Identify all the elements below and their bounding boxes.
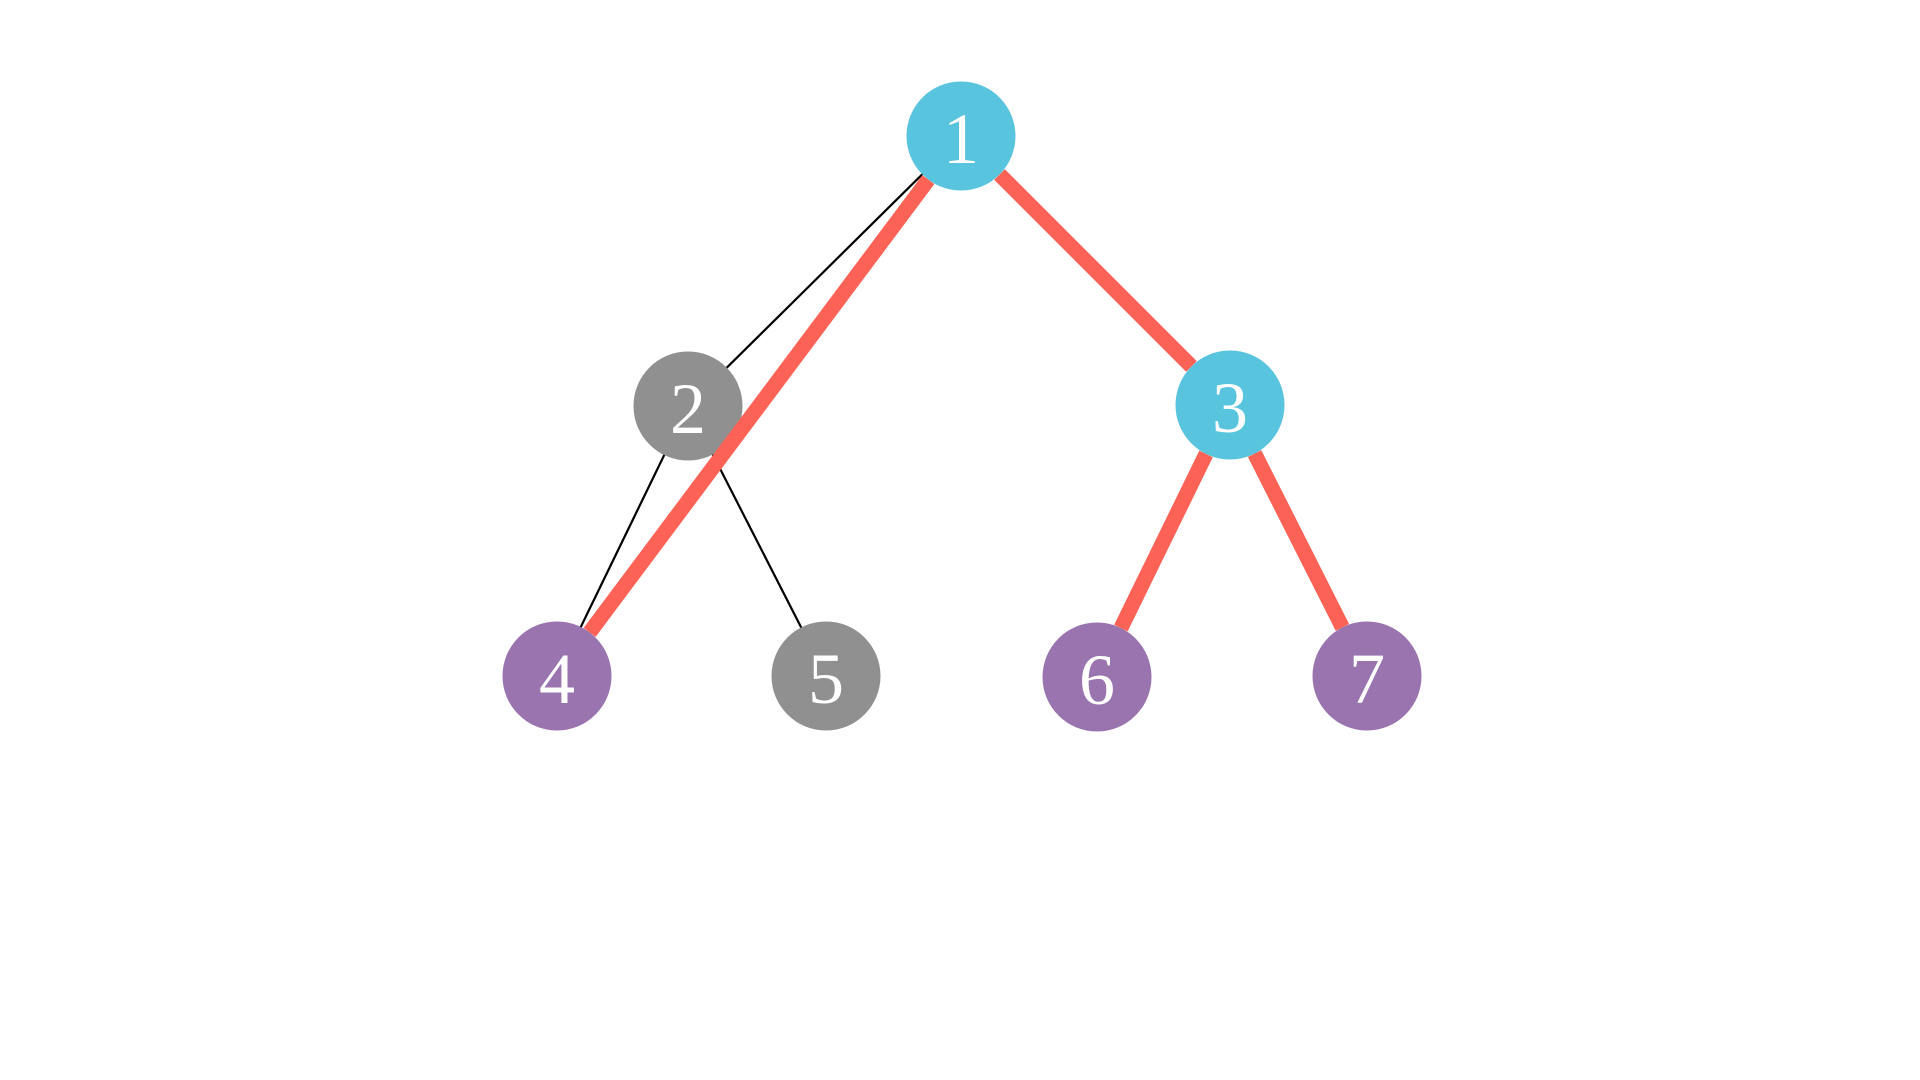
highlight-edge-3-7: [1247, 450, 1350, 631]
node-7: 7: [1312, 621, 1422, 731]
node-6: 6: [1042, 622, 1152, 732]
node-3: 3: [1175, 350, 1285, 460]
node-5: 5: [771, 621, 881, 731]
node-circle-6: [1042, 622, 1152, 732]
highlight-edge-1-3: [994, 169, 1197, 372]
node-circle-1: [906, 81, 1016, 191]
highlight-edge-3-6: [1114, 450, 1213, 632]
node-circle-5: [771, 621, 881, 731]
highlight-edges-layer: [583, 169, 1350, 637]
edge-1-2: [687, 135, 962, 407]
node-1: 1: [906, 81, 1016, 191]
node-circle-2: [633, 351, 743, 461]
node-4: 4: [502, 621, 612, 731]
node-circle-4: [502, 621, 612, 731]
highlight-edge-1-4: [583, 175, 935, 637]
node-circle-7: [1312, 621, 1422, 731]
node-circle-3: [1175, 350, 1285, 460]
